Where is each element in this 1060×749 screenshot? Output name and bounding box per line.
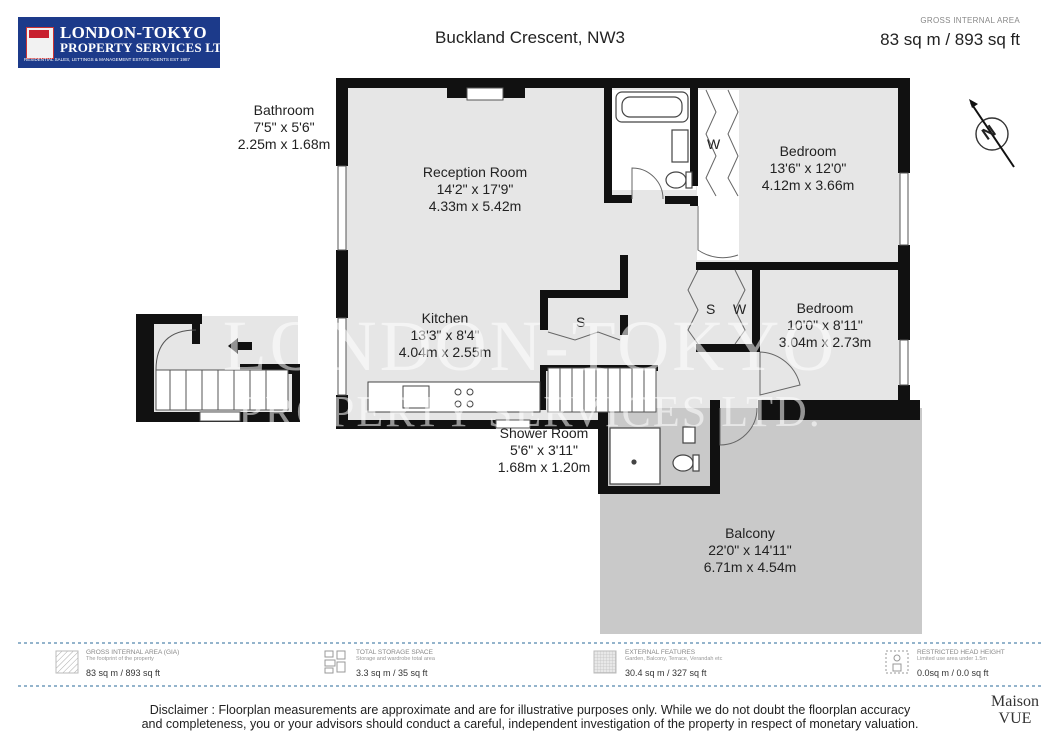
legend-subtitle: The footprint of the property xyxy=(86,656,154,662)
legend-subtitle: Storage and wardrobe total area xyxy=(356,656,435,662)
legend-item-restricted: RESTRICTED HEAD HEIGHT Limited use area … xyxy=(917,649,1005,678)
storage-mark: S xyxy=(576,314,586,330)
walls xyxy=(136,78,920,494)
room-label-kitchen: Kitchen 13'3" x 8'4" 4.04m x 2.55m xyxy=(385,310,505,361)
room-label-bathroom: Bathroom 7'5" x 5'6" 2.25m x 1.68m xyxy=(228,102,340,153)
room-name: Bedroom xyxy=(779,143,837,159)
room-name: Kitchen xyxy=(421,310,469,326)
room-name: Reception Room xyxy=(422,164,528,180)
room-name: Balcony xyxy=(725,525,775,541)
legend-value: 3.3 sq m / 35 sq ft xyxy=(356,668,428,678)
room-label-bedroom-1: Bedroom 13'6" x 12'0" 4.12m x 3.66m xyxy=(750,143,866,194)
brand-logo: Maison VUE xyxy=(980,693,1050,727)
legend-value: 0.0sq m / 0.0 sq ft xyxy=(917,668,989,678)
room-imperial: 7'5" x 5'6" xyxy=(253,119,315,135)
legend-item-storage: TOTAL STORAGE SPACE Storage and wardrobe… xyxy=(356,649,435,678)
wardrobe-mark: W xyxy=(707,136,721,152)
room-imperial: 13'6" x 12'0" xyxy=(769,160,847,176)
watermark-line-2: PROPERTY SERVICES LTD. xyxy=(238,387,822,436)
room-label-balcony: Balcony 22'0" x 14'11" 6.71m x 4.54m xyxy=(690,525,810,576)
property-title: Buckland Crescent, NW3 xyxy=(435,28,625,47)
room-metric: 4.04m x 2.55m xyxy=(398,344,492,360)
room-metric: 3.04m x 2.73m xyxy=(778,334,872,350)
room-name: Bedroom xyxy=(796,300,854,316)
room-name: Bathroom xyxy=(253,102,315,118)
disclaimer: Disclaimer : Floorplan measurements are … xyxy=(60,703,1000,731)
logo-line-2: PROPERTY SERVICES LTD. xyxy=(60,40,235,55)
sanitary-fixtures xyxy=(609,91,700,485)
room-metric: 6.71m x 4.54m xyxy=(703,559,797,575)
logo-line-3: RESIDENTIAL SALES, LETTINGS & MANAGEMENT… xyxy=(24,57,191,62)
stairs xyxy=(155,329,657,413)
legend-value: 30.4 sq m / 327 sq ft xyxy=(625,668,707,678)
room-metric: 4.33m x 5.42m xyxy=(428,198,522,214)
legend-title: GROSS INTERNAL AREA (GIA) xyxy=(86,649,180,656)
watermark-line-1: LONDON-TOKYO xyxy=(222,306,838,386)
gia-label: GROSS INTERNAL AREA xyxy=(920,16,1020,25)
room-imperial: 10'0" x 8'11" xyxy=(787,317,863,333)
compass-icon xyxy=(969,99,1015,168)
windows xyxy=(199,87,909,429)
legend-value: 83 sq m / 893 sq ft xyxy=(86,668,161,678)
arrow-left-icon xyxy=(228,338,252,354)
room-imperial: 5'6" x 3'11" xyxy=(510,442,578,458)
room-name: Shower Room xyxy=(499,425,589,441)
legend-subtitle: Limited use area under 1.5m xyxy=(917,656,988,662)
room-label-reception: Reception Room 14'2" x 17'9" 4.33m x 5.4… xyxy=(400,164,550,215)
legend-item-external: EXTERNAL FEATURES Garden, Balcony, Terra… xyxy=(625,649,722,678)
room-metric: 2.25m x 1.68m xyxy=(237,136,331,152)
brand-line-1: Maison xyxy=(991,693,1039,710)
logo-line-1: LONDON-TOKYO xyxy=(60,23,207,42)
disclaimer-line-2: and completeness, you or your advisors s… xyxy=(141,717,919,731)
disclaimer-line-1: Disclaimer : Floorplan measurements are … xyxy=(149,703,911,717)
legend-item-gia: GROSS INTERNAL AREA (GIA) The footprint … xyxy=(86,649,179,678)
legend-title: TOTAL STORAGE SPACE xyxy=(356,649,433,656)
kitchen-counter xyxy=(367,381,541,413)
room-metric: 4.12m x 3.66m xyxy=(761,177,855,193)
room-imperial: 13'3" x 8'4" xyxy=(410,327,480,343)
room-label-bedroom-2: Bedroom 10'0" x 8'11" 3.04m x 2.73m xyxy=(770,300,880,351)
gia-value: 83 sq m / 893 sq ft xyxy=(880,30,1020,49)
room-imperial: 22'0" x 14'11" xyxy=(708,542,792,558)
wardrobe-mark: W xyxy=(733,301,747,317)
room-metric: 1.68m x 1.20m xyxy=(497,459,591,475)
legend-title: RESTRICTED HEAD HEIGHT xyxy=(917,649,1005,656)
company-logo: LONDON-TOKYO PROPERTY SERVICES LTD. RESI… xyxy=(18,17,235,68)
wardrobe-strip xyxy=(697,90,739,260)
room-label-shower: Shower Room 5'6" x 3'11" 1.68m x 1.20m xyxy=(484,425,604,476)
storage-mark: S xyxy=(706,301,716,317)
crest-icon xyxy=(26,27,54,59)
brand-line-2: VUE xyxy=(998,710,1032,727)
legend-subtitle: Garden, Balcony, Terrace, Verandah etc xyxy=(625,656,723,662)
room-imperial: 14'2" x 17'9" xyxy=(436,181,514,197)
door-swings xyxy=(547,89,801,446)
legend-title: EXTERNAL FEATURES xyxy=(625,649,696,656)
